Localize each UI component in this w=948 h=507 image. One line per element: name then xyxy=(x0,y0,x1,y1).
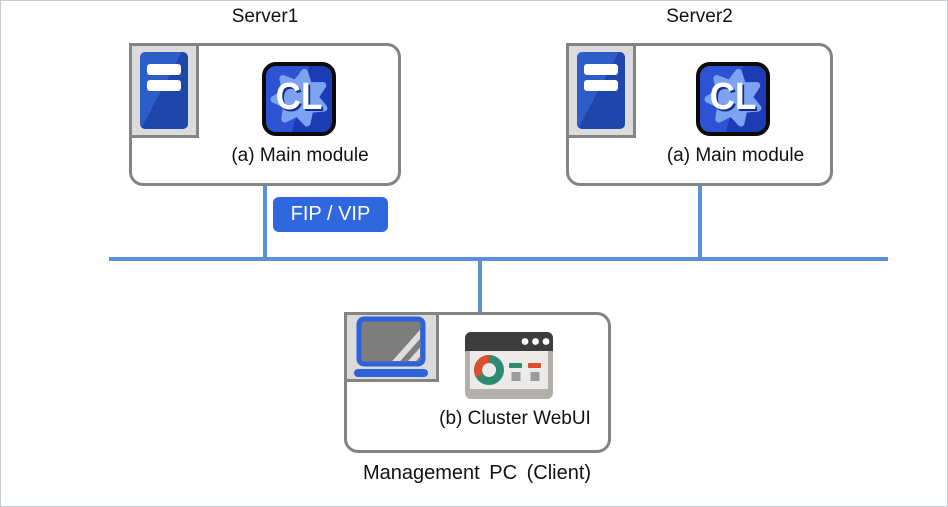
cluster-software-icon: CL xyxy=(696,62,770,136)
gear-icon xyxy=(704,68,762,127)
cluster-software-icon: CL xyxy=(262,62,336,136)
browser-dashboard-glyph xyxy=(465,332,553,399)
server-tower-icon xyxy=(577,52,625,129)
server-tower-icon xyxy=(140,52,188,129)
server-icon xyxy=(566,43,636,138)
server1-network-link xyxy=(263,186,267,259)
server1-title: Server1 xyxy=(231,6,299,27)
server2-title: Server2 xyxy=(666,6,733,27)
fip-vip-badge: FIP / VIP xyxy=(273,197,388,232)
management-pc-module-label: (b) Cluster WebUI xyxy=(439,408,591,429)
server2-network-link xyxy=(698,186,702,259)
webui-browser-icon xyxy=(465,332,553,399)
network-line-horizontal xyxy=(109,257,888,261)
cl-icon-text: CL xyxy=(275,75,323,118)
cl-icon-text: CL xyxy=(709,75,757,118)
management-pc-network-link xyxy=(478,259,482,313)
laptop-icon xyxy=(344,312,439,382)
laptop-glyph xyxy=(354,316,428,377)
gear-icon xyxy=(270,68,328,127)
management-pc-caption: Management PC (Client) xyxy=(362,462,592,484)
server2-module-label: (a) Main module xyxy=(666,145,805,166)
server1-module-label: (a) Main module xyxy=(231,145,369,166)
server-icon xyxy=(129,43,199,138)
